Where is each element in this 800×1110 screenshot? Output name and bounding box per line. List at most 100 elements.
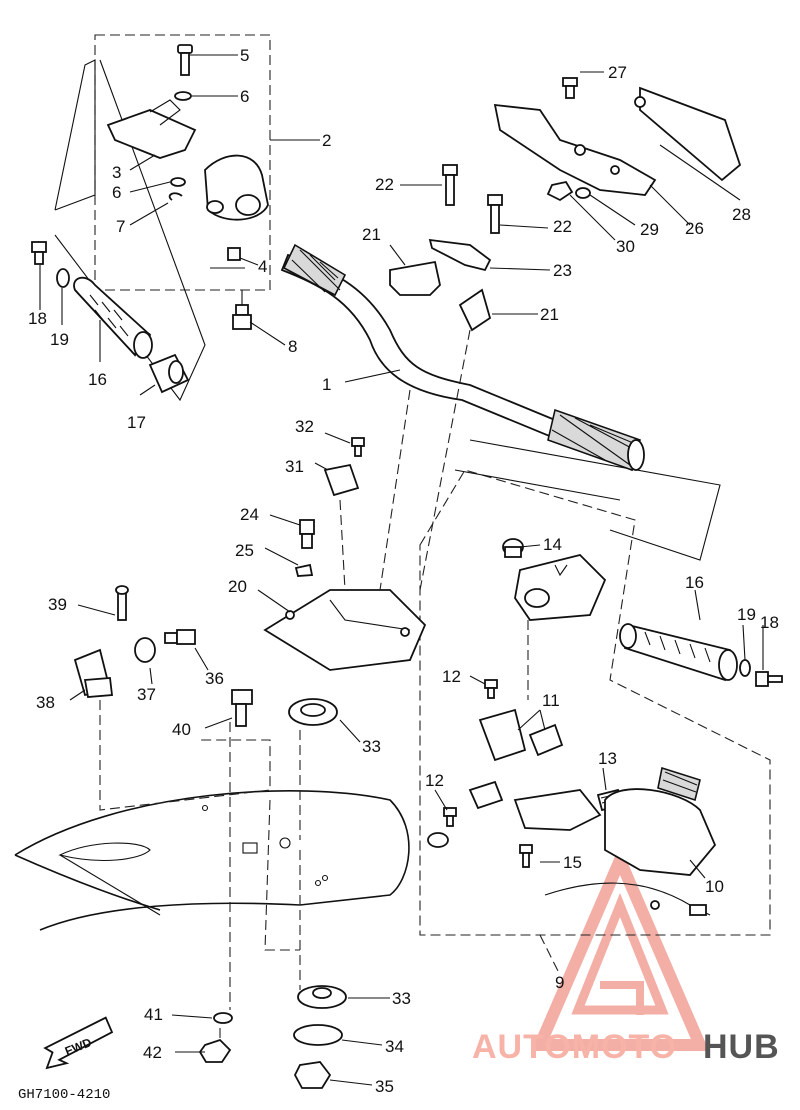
holder-21-upper-right	[458, 288, 492, 332]
callout-41: 41	[144, 1005, 163, 1024]
callout-labels: 1 2 3 4 5 6 6 7 8 9 10 11 12 12 13 14 15…	[28, 46, 779, 1096]
bolt-22-left	[442, 164, 458, 206]
pin-39	[115, 585, 129, 621]
callout-30: 30	[616, 237, 635, 256]
callout-26: 26	[685, 219, 704, 238]
lower-holder-20	[263, 589, 427, 671]
callout-24: 24	[240, 505, 259, 524]
grip-16-left	[73, 276, 153, 359]
callout-10: 10	[705, 877, 724, 896]
cover-28	[634, 86, 742, 182]
callout-15: 15	[563, 853, 582, 872]
clip-40	[231, 689, 253, 727]
screw-18-right	[755, 671, 783, 687]
washer-19-left	[56, 268, 70, 288]
callout-22a: 22	[375, 175, 394, 194]
callout-35: 35	[375, 1077, 394, 1096]
fwd-arrow-icon: FWD	[43, 1016, 114, 1070]
deck-outline	[14, 789, 410, 931]
callout-17: 17	[127, 413, 146, 432]
handlebar-grip-right	[547, 408, 645, 472]
bolt-36	[164, 629, 196, 645]
throttle-housing-10	[604, 766, 717, 876]
clamp-31	[323, 463, 360, 497]
callout-22b: 22	[553, 217, 572, 236]
bracket-38	[73, 648, 114, 698]
callout-11: 11	[542, 691, 560, 710]
callout-6a: 6	[240, 87, 249, 106]
callout-25: 25	[235, 541, 254, 560]
switch-base-plate	[513, 789, 602, 831]
callout-14: 14	[543, 535, 562, 554]
callout-36: 36	[205, 669, 224, 688]
leader-lines	[39, 54, 764, 1086]
nut-42	[198, 1038, 232, 1063]
callout-21b: 21	[540, 305, 559, 324]
grip-end-17	[148, 353, 190, 394]
callout-23: 23	[553, 261, 572, 280]
left-lever-bracket	[106, 99, 197, 159]
callout-7: 7	[116, 217, 125, 236]
switch-block-11	[468, 708, 564, 810]
screw-18-left	[31, 241, 47, 265]
callout-32: 32	[295, 417, 314, 436]
plate-23	[428, 238, 492, 272]
callout-33b: 33	[392, 989, 411, 1008]
callout-42: 42	[143, 1043, 162, 1062]
clip-7	[168, 192, 183, 201]
grommet-33-lower	[297, 985, 347, 1009]
fitting-4	[210, 247, 245, 269]
callout-21a: 21	[362, 225, 381, 244]
right-switch-assembly-box	[419, 469, 771, 936]
watermark-text: AUTOMOTO HUB	[472, 1028, 779, 1066]
callout-18a: 18	[28, 309, 47, 328]
callout-31: 31	[285, 457, 304, 476]
automotohub-logo	[530, 844, 710, 1051]
stud-24	[299, 519, 315, 549]
clip-12	[427, 832, 449, 848]
washer-25	[294, 563, 314, 577]
callout-3: 3	[112, 163, 121, 182]
screw-5	[177, 44, 193, 76]
wire-harness-9	[544, 882, 711, 916]
grommet-37	[134, 637, 156, 663]
washer-6-lower	[170, 177, 186, 187]
washer-41	[213, 1012, 233, 1024]
handlebar-grip-left	[282, 243, 347, 297]
diagram-code: GH7100-4210	[18, 1087, 110, 1103]
bracket-26	[493, 103, 657, 196]
callout-29: 29	[640, 220, 659, 239]
callout-16b: 16	[685, 573, 704, 592]
left-switch-assembly-box	[94, 34, 271, 291]
callout-6b: 6	[112, 183, 121, 202]
callout-39: 39	[48, 595, 67, 614]
bolt-22-right	[487, 194, 503, 234]
callout-19b: 19	[737, 605, 756, 624]
callout-37: 37	[137, 685, 156, 704]
washer-29	[575, 187, 591, 199]
washer-34	[293, 1024, 343, 1046]
washer-6-top	[174, 91, 192, 101]
callout-18b: 18	[760, 613, 779, 632]
callout-33a: 33	[362, 737, 381, 756]
callout-27: 27	[608, 63, 627, 82]
nut-30	[546, 180, 574, 202]
screw-15	[519, 844, 533, 868]
screw-12-upper	[484, 679, 498, 699]
button-14	[502, 538, 524, 558]
screw-27	[562, 77, 578, 99]
callout-28: 28	[732, 205, 751, 224]
callout-9: 9	[555, 973, 564, 992]
left-switch-housing	[204, 154, 269, 221]
callout-16a: 16	[88, 370, 107, 389]
grommet-33-upper	[288, 698, 338, 726]
screw-32	[351, 437, 365, 457]
callout-2: 2	[322, 131, 331, 150]
handlebar	[280, 243, 645, 472]
callout-12b: 12	[425, 771, 444, 790]
callout-4: 4	[258, 257, 267, 276]
callout-1: 1	[322, 375, 331, 394]
bolt-8	[232, 290, 252, 330]
callout-13: 13	[598, 749, 617, 768]
